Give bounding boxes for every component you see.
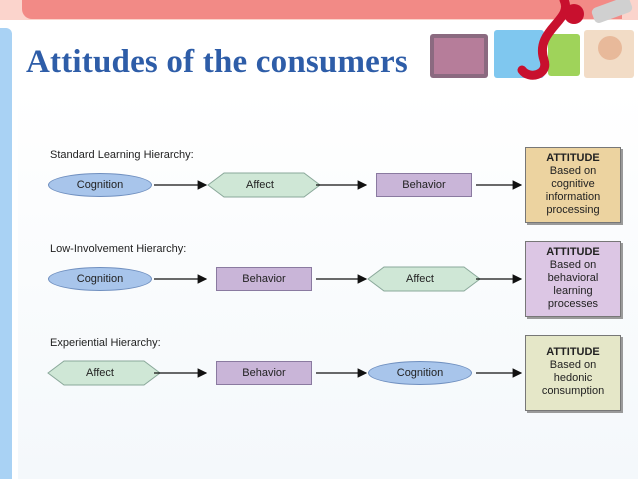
photo-tile-blue	[494, 30, 544, 78]
attitude-heading: ATTITUDE	[546, 246, 600, 258]
photo-tile-green	[548, 34, 580, 76]
paint-splash-stroke	[517, 0, 571, 80]
attitude-line: Based on	[549, 259, 597, 271]
top-decor-bar	[0, 0, 638, 20]
left-decor-strip	[0, 28, 12, 479]
photo-child-face	[598, 36, 622, 60]
attitude-line: processes	[547, 298, 599, 310]
attitude-box-hedonic: ATTITUDE Based on hedonic consumption	[525, 335, 621, 411]
paint-blob	[564, 4, 584, 24]
hierarchy-label-low-involvement: Low-Involvement Hierarchy:	[50, 243, 187, 255]
photo-tile-pencils-inner	[434, 38, 484, 74]
node-behavior: Behavior	[216, 267, 312, 291]
top-decor-pink-band	[22, 0, 622, 19]
node-cognition: Cognition	[48, 267, 152, 291]
node-affect: Affect	[246, 179, 274, 191]
attitude-heading: ATTITUDE	[546, 152, 600, 164]
node-affect: Affect	[86, 367, 114, 379]
attitude-line: behavioral	[547, 272, 599, 284]
attitude-line: hedonic	[553, 372, 593, 384]
attitude-line: consumption	[541, 385, 605, 397]
attitude-line: learning	[553, 285, 593, 297]
node-cognition: Cognition	[48, 173, 152, 197]
paint-tube	[591, 0, 633, 23]
attitude-heading: ATTITUDE	[546, 346, 600, 358]
slide-title: Attitudes of the consumers	[26, 44, 408, 80]
attitude-line: information	[545, 191, 601, 203]
attitude-box-cognitive: ATTITUDE Based on cognitive information …	[525, 147, 621, 223]
node-cognition: Cognition	[368, 361, 472, 385]
node-behavior: Behavior	[376, 173, 472, 197]
decorative-photo-collage	[430, 0, 634, 80]
attitude-box-behavioral: ATTITUDE Based on behavioral learning pr…	[525, 241, 621, 317]
node-affect: Affect	[406, 273, 434, 285]
attitude-line: cognitive	[551, 178, 595, 190]
attitude-line: Based on	[549, 165, 597, 177]
attitude-line: Based on	[549, 359, 597, 371]
hierarchy-label-experiential: Experiential Hierarchy:	[50, 337, 161, 349]
hierarchy-label-standard-learning: Standard Learning Hierarchy:	[50, 149, 194, 161]
attitude-line: processing	[546, 204, 600, 216]
node-behavior: Behavior	[216, 361, 312, 385]
